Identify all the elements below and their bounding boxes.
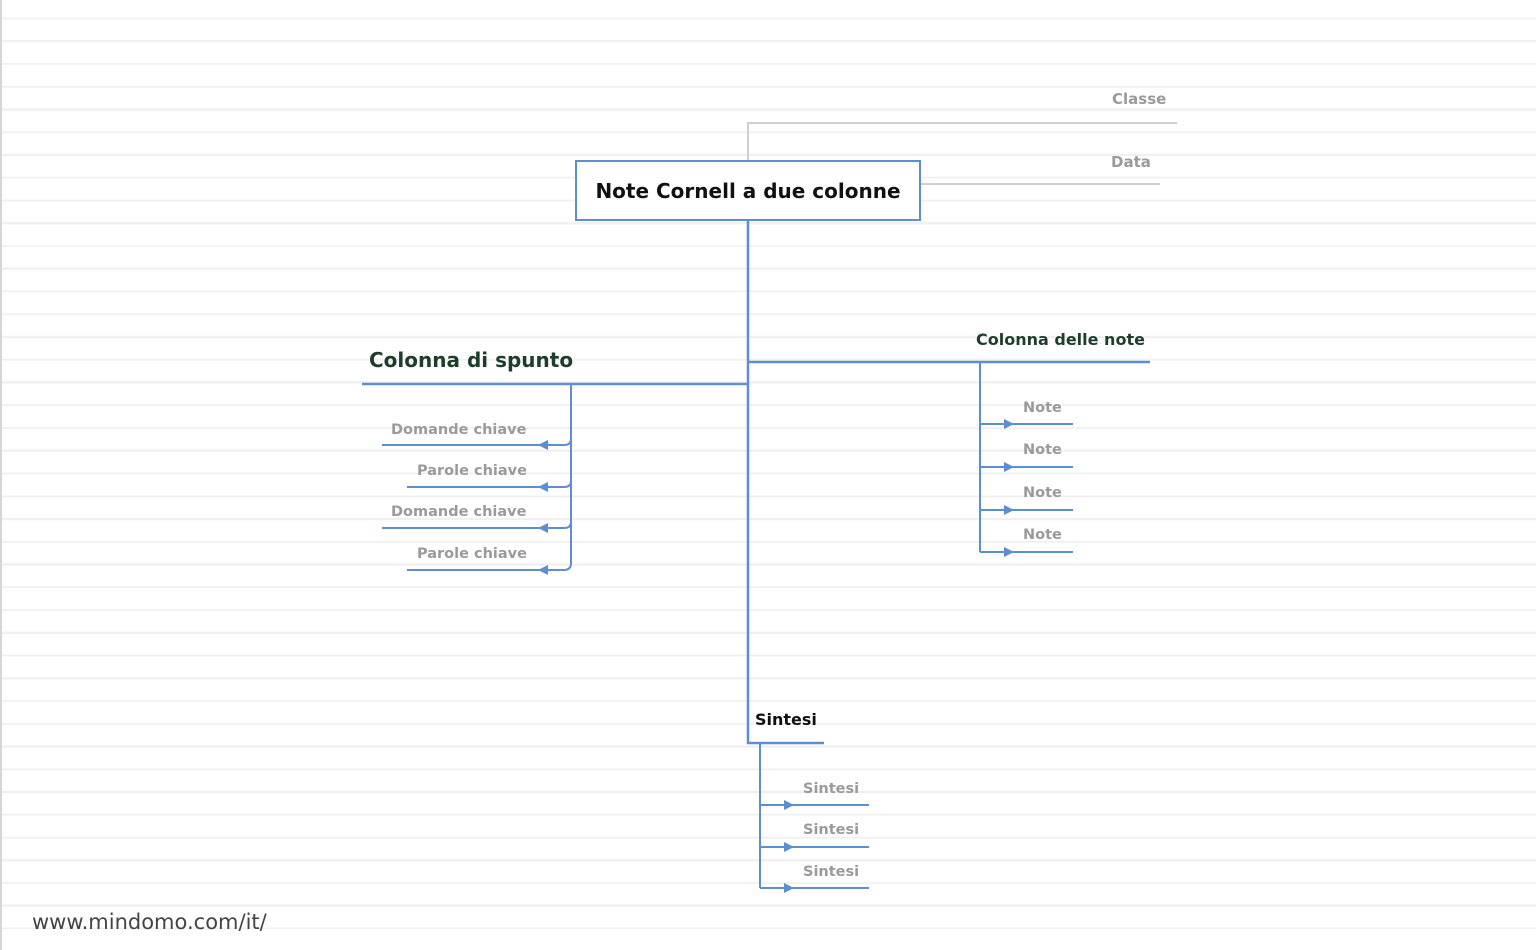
- right-arrowheads: [1004, 419, 1014, 557]
- meta-node-data[interactable]: Data: [1111, 153, 1151, 171]
- branch-colonna-delle-note[interactable]: Colonna delle note: [976, 330, 1145, 349]
- bottom-child-connectors: [759, 743, 869, 889]
- right-child-connectors: [979, 362, 1073, 553]
- right-child-node[interactable]: Note: [1023, 485, 1062, 501]
- branch-sintesi[interactable]: Sintesi: [755, 710, 817, 729]
- meta-node-classe[interactable]: Classe: [1112, 90, 1167, 108]
- right-child-node[interactable]: Note: [1023, 527, 1062, 543]
- meta-connectors: [747, 122, 1177, 185]
- right-child-node[interactable]: Note: [1023, 442, 1062, 458]
- root-node-label: Note Cornell a due colonne: [595, 178, 901, 203]
- watermark-url: www.mindomo.com/it/: [32, 910, 267, 934]
- right-child-node[interactable]: Note: [1023, 400, 1062, 416]
- left-child-node[interactable]: Parole chiave: [417, 463, 527, 479]
- bottom-child-node[interactable]: Sintesi: [803, 864, 860, 880]
- root-node[interactable]: Note Cornell a due colonne: [575, 160, 921, 221]
- left-child-node[interactable]: Domande chiave: [391, 422, 527, 438]
- left-child-connectors: [382, 384, 572, 571]
- main-connectors: [362, 221, 1150, 745]
- left-child-node[interactable]: Parole chiave: [417, 546, 527, 562]
- left-child-node[interactable]: Domande chiave: [391, 504, 527, 520]
- branch-colonna-di-spunto[interactable]: Colonna di spunto: [369, 348, 574, 372]
- bottom-child-node[interactable]: Sintesi: [803, 781, 860, 797]
- bottom-arrowheads: [784, 800, 794, 893]
- left-arrowheads: [538, 440, 548, 575]
- bottom-child-node[interactable]: Sintesi: [803, 822, 860, 838]
